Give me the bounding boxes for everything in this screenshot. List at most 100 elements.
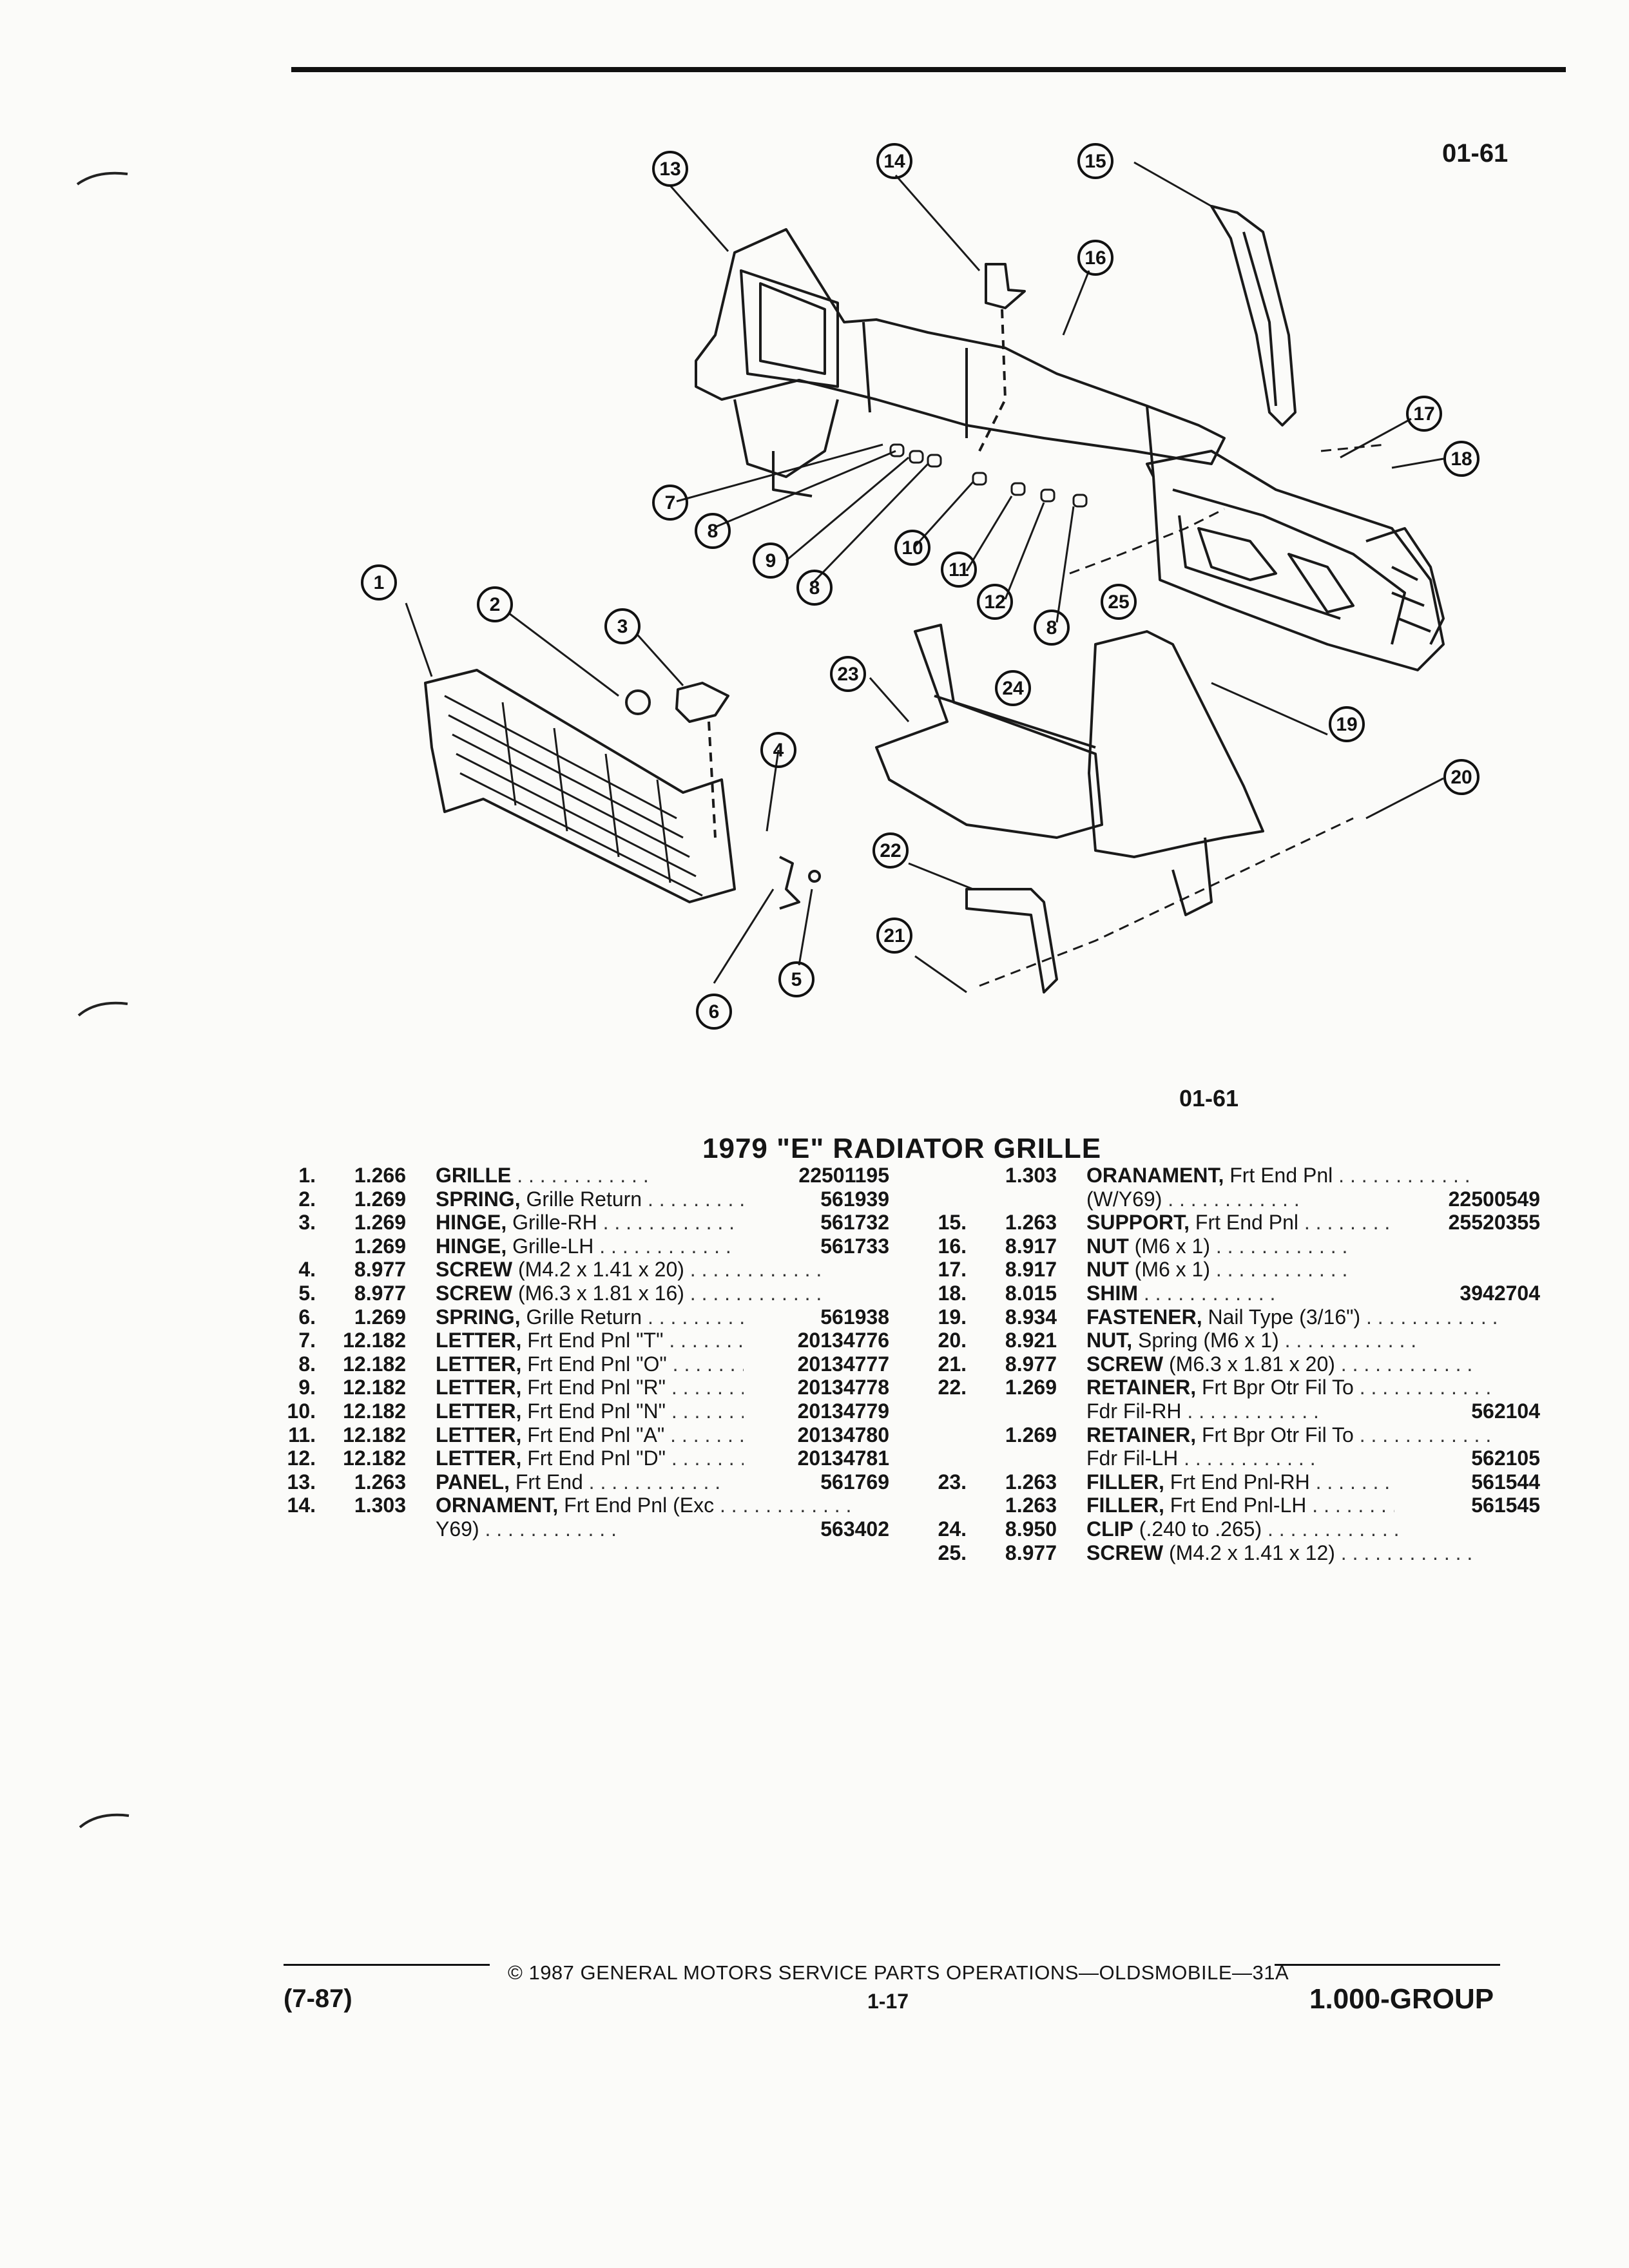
group-code: 8.977 [354, 1258, 406, 1282]
revision-date: (7-87) [284, 1984, 352, 2013]
page-code: 01-61 [1442, 139, 1509, 168]
group-code: 12.182 [343, 1423, 406, 1446]
part-description: GRILLE . . . . . . . . . . . . [436, 1164, 649, 1187]
leader-dots: . . . . . . . . . . . . [1360, 1305, 1498, 1329]
group-code: 1.269 [354, 1211, 406, 1235]
item-number: 3. [298, 1211, 316, 1235]
item-number: 13. [287, 1470, 316, 1494]
part-name: LETTER, [436, 1399, 522, 1423]
part-name: LETTER, [436, 1423, 522, 1446]
part-name: SPRING, [436, 1305, 521, 1329]
group-code: 8.950 [1005, 1517, 1057, 1541]
part-detail: Fdr Fil-RH [1086, 1399, 1182, 1423]
part-description: SPRING, Grille Return . . . . . . . . . … [436, 1305, 779, 1329]
part-detail: Grille Return [520, 1187, 642, 1211]
part-name: SHIM [1086, 1281, 1138, 1305]
item-number: 20. [938, 1329, 967, 1352]
part-description: ORANAMENT, Frt End Pnl . . . . . . . . .… [1086, 1164, 1470, 1187]
part-number: 20134780 [744, 1423, 889, 1447]
part-description: SHIM . . . . . . . . . . . . [1086, 1282, 1275, 1305]
part-description: SCREW (M4.2 x 1.41 x 20) . . . . . . . .… [436, 1258, 822, 1282]
part-description: SCREW (M6.3 x 1.81 x 20) . . . . . . . .… [1086, 1352, 1472, 1376]
parts-list-row: 1.303 ORANAMENT, Frt End Pnl . . . . . . … [921, 1164, 1540, 1187]
parts-list-row: 13. 1.263 PANEL, Frt End . . . . . . . . .… [271, 1470, 889, 1494]
part-detail: Frt End Pnl [1224, 1164, 1333, 1187]
part-detail: Frt End Pnl "T" [521, 1329, 664, 1352]
part-detail: Frt Bpr Otr Fil To [1196, 1376, 1354, 1399]
group-code: 1.269 [354, 1234, 406, 1258]
group-code: 1.303 [1005, 1164, 1057, 1187]
part-name: LETTER, [436, 1352, 522, 1376]
item-number: 4. [298, 1258, 316, 1282]
group-number: 1.000-GROUP [1309, 1983, 1494, 2015]
punch-hole-marks [76, 171, 130, 1829]
part-number: 561769 [744, 1470, 889, 1494]
part-number: 563402 [744, 1517, 889, 1541]
item-number: 21. [938, 1352, 967, 1376]
svg-text:19: 19 [1336, 714, 1357, 735]
part-description: FILLER, Frt End Pnl-LH . . . . . . . . .… [1086, 1494, 1444, 1517]
leader-dots: . . . . . . . . . . . . [1210, 1234, 1348, 1258]
group-code: 8.977 [354, 1281, 406, 1305]
leader-dots: . . . . . . . . . . . . [684, 1281, 822, 1305]
part-detail: Frt Bpr Otr Fil To [1196, 1423, 1354, 1446]
part-name: FASTENER, [1086, 1305, 1202, 1329]
item-number: 2. [298, 1187, 316, 1211]
part-name: LETTER, [436, 1376, 522, 1399]
filler-panel [875, 624, 1103, 839]
part-name: FILLER, [1086, 1494, 1164, 1517]
svg-text:3: 3 [617, 616, 628, 637]
part-number: 20134777 [744, 1352, 889, 1376]
group-code: 12.182 [343, 1329, 406, 1352]
part-number: 562105 [1394, 1446, 1540, 1470]
item-number: 11. [288, 1423, 316, 1446]
part-detail: Spring (M6 x 1) [1132, 1329, 1279, 1352]
leader-dots: . . . . . . . . . . . . [479, 1517, 617, 1541]
leader-dots: . . . . . . . . . . . . [583, 1470, 721, 1494]
group-code: 1.263 [354, 1470, 406, 1494]
part-description: (W/Y69) . . . . . . . . . . . . [1086, 1187, 1300, 1211]
part-number: 25520355 [1394, 1211, 1540, 1235]
group-code: 1.269 [1005, 1376, 1057, 1399]
item-number: 9. [298, 1376, 316, 1399]
part-description: NUT (M6 x 1) . . . . . . . . . . . . [1086, 1235, 1347, 1258]
leader-dots: . . . . . . . . . . . . [1262, 1517, 1400, 1541]
item-number: 18. [938, 1281, 967, 1305]
part-description: PANEL, Frt End . . . . . . . . . . . . [436, 1470, 720, 1494]
leader-dots: . . . . . . . . . . . . [1335, 1541, 1473, 1564]
part-name: HINGE, [436, 1211, 507, 1235]
svg-text:4: 4 [773, 740, 784, 761]
svg-text:22: 22 [880, 840, 901, 861]
part-detail: (M6 x 1) [1128, 1258, 1210, 1282]
part-number: 20134781 [744, 1446, 889, 1470]
group-code: 8.977 [1005, 1541, 1057, 1564]
part-number: 22500549 [1394, 1187, 1540, 1211]
part-description: FASTENER, Nail Type (3/16") . . . . . . … [1086, 1305, 1498, 1329]
parts-list-row: Y69) . . . . . . . . . . . .563402 [271, 1517, 889, 1541]
part-description: CLIP (.240 to .265) . . . . . . . . . . … [1086, 1517, 1400, 1541]
leader-dots: . . . . . . . . . . . . [1162, 1187, 1300, 1211]
leader-dots: . . . . . . . . . . . . [1178, 1446, 1316, 1470]
item-number: 6. [298, 1305, 316, 1329]
item-number: 5. [298, 1281, 316, 1305]
part-description: SCREW (M6.3 x 1.81 x 16) . . . . . . . .… [436, 1282, 822, 1305]
svg-text:6: 6 [709, 1001, 720, 1023]
leader-dots: . . . . . . . . . . . . [1278, 1329, 1417, 1352]
svg-text:1: 1 [374, 572, 385, 593]
part-name: FILLER, [1086, 1470, 1164, 1494]
part-name: ORNAMENT, [436, 1494, 559, 1517]
leader-dots: . . . . . . . . . . . . [684, 1258, 822, 1282]
parts-list-row: 4. 8.977 SCREW (M4.2 x 1.41 x 20) . . . . … [271, 1258, 889, 1282]
